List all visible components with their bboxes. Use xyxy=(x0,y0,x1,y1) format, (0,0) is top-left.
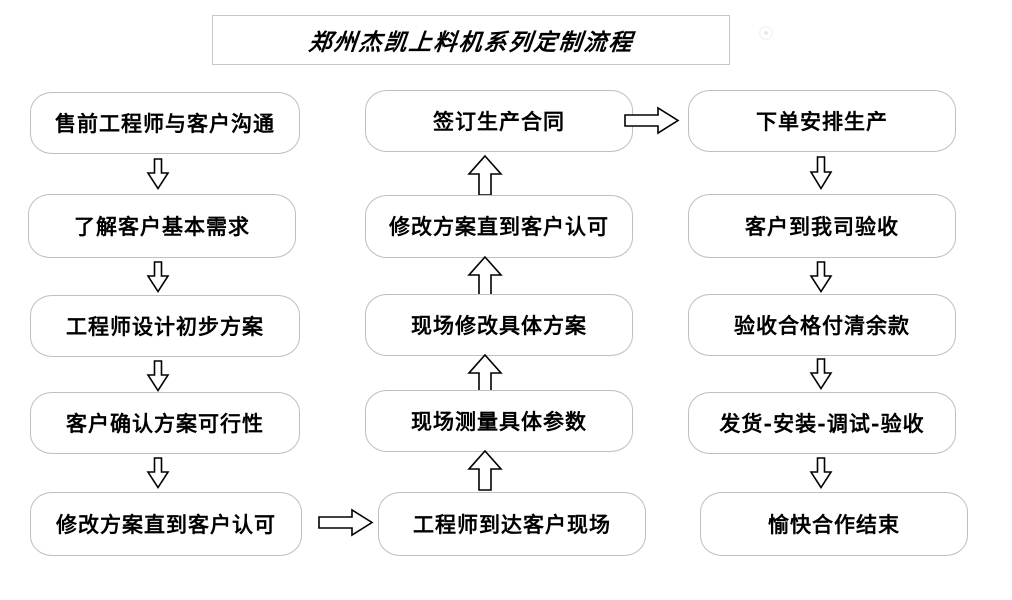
arrow-down-icon xyxy=(146,457,170,489)
node-label: 售前工程师与客户沟通 xyxy=(55,110,275,136)
node-label: 发货-安装-调试-验收 xyxy=(719,410,925,436)
node-label: 了解客户基本需求 xyxy=(74,213,250,239)
arrow-down-icon xyxy=(146,360,170,392)
node-happy-end[interactable]: 愉快合作结束 xyxy=(700,492,968,556)
node-revise-until-approved-2[interactable]: 修改方案直到客户认可 xyxy=(365,195,633,258)
node-label: 工程师到达客户现场 xyxy=(413,511,611,537)
node-sign-contract[interactable]: 签订生产合同 xyxy=(365,90,633,152)
node-ship-install-debug[interactable]: 发货-安装-调试-验收 xyxy=(688,392,956,454)
node-label: 客户确认方案可行性 xyxy=(66,410,264,436)
node-customer-confirm[interactable]: 客户确认方案可行性 xyxy=(30,392,300,454)
chart-title-box: 郑州杰凯上料机系列定制流程 xyxy=(212,15,730,65)
node-label: 现场修改具体方案 xyxy=(411,312,587,338)
node-label: 现场测量具体参数 xyxy=(411,408,587,434)
node-customer-inspection[interactable]: 客户到我司验收 xyxy=(688,194,956,258)
node-engineer-draft-plan[interactable]: 工程师设计初步方案 xyxy=(30,295,300,357)
node-label: 修改方案直到客户认可 xyxy=(56,511,276,537)
connector-right-4-5 xyxy=(809,457,833,489)
connector-left-to-middle xyxy=(318,508,374,538)
node-engineer-arrives[interactable]: 工程师到达客户现场 xyxy=(378,492,646,556)
node-understand-needs[interactable]: 了解客户基本需求 xyxy=(28,194,296,258)
connector-left-3-4 xyxy=(146,360,170,392)
connector-middle-3-2 xyxy=(467,255,503,298)
node-pay-balance[interactable]: 验收合格付清余款 xyxy=(688,294,956,356)
connector-left-1-2 xyxy=(146,158,170,190)
connector-middle-to-right xyxy=(624,106,680,136)
arrow-down-icon xyxy=(146,261,170,293)
watermark-speck xyxy=(758,25,774,41)
page-title: 郑州杰凯上料机系列定制流程 xyxy=(306,29,635,56)
connector-right-1-2 xyxy=(809,156,833,191)
node-presales-communication[interactable]: 售前工程师与客户沟通 xyxy=(30,92,300,154)
connector-right-2-3 xyxy=(809,261,833,293)
connector-left-2-3 xyxy=(146,261,170,293)
arrow-down-icon xyxy=(809,457,833,489)
arrow-down-icon xyxy=(146,158,170,190)
node-label: 工程师设计初步方案 xyxy=(66,313,264,339)
arrow-right-icon xyxy=(624,106,680,136)
arrow-up-icon xyxy=(467,449,503,492)
arrow-down-icon xyxy=(809,156,833,191)
node-place-order[interactable]: 下单安排生产 xyxy=(688,90,956,152)
node-onsite-revise-plan[interactable]: 现场修改具体方案 xyxy=(365,294,633,356)
arrow-up-icon xyxy=(467,154,503,197)
node-label: 客户到我司验收 xyxy=(745,213,899,239)
arrow-right-icon xyxy=(318,508,374,538)
connector-left-4-5 xyxy=(146,457,170,489)
arrow-up-icon xyxy=(467,255,503,298)
arrow-down-icon xyxy=(809,261,833,293)
node-label: 验收合格付清余款 xyxy=(734,312,910,338)
connector-middle-2-1 xyxy=(467,154,503,197)
node-onsite-measure[interactable]: 现场测量具体参数 xyxy=(365,390,633,452)
node-label: 修改方案直到客户认可 xyxy=(389,214,609,239)
arrow-down-icon xyxy=(809,358,833,390)
node-label: 愉快合作结束 xyxy=(768,511,900,537)
connector-right-3-4 xyxy=(809,358,833,390)
node-label: 下单安排生产 xyxy=(756,108,888,134)
node-revise-until-approved[interactable]: 修改方案直到客户认可 xyxy=(30,492,302,556)
node-label: 签订生产合同 xyxy=(433,108,565,134)
connector-middle-5-4 xyxy=(467,449,503,492)
